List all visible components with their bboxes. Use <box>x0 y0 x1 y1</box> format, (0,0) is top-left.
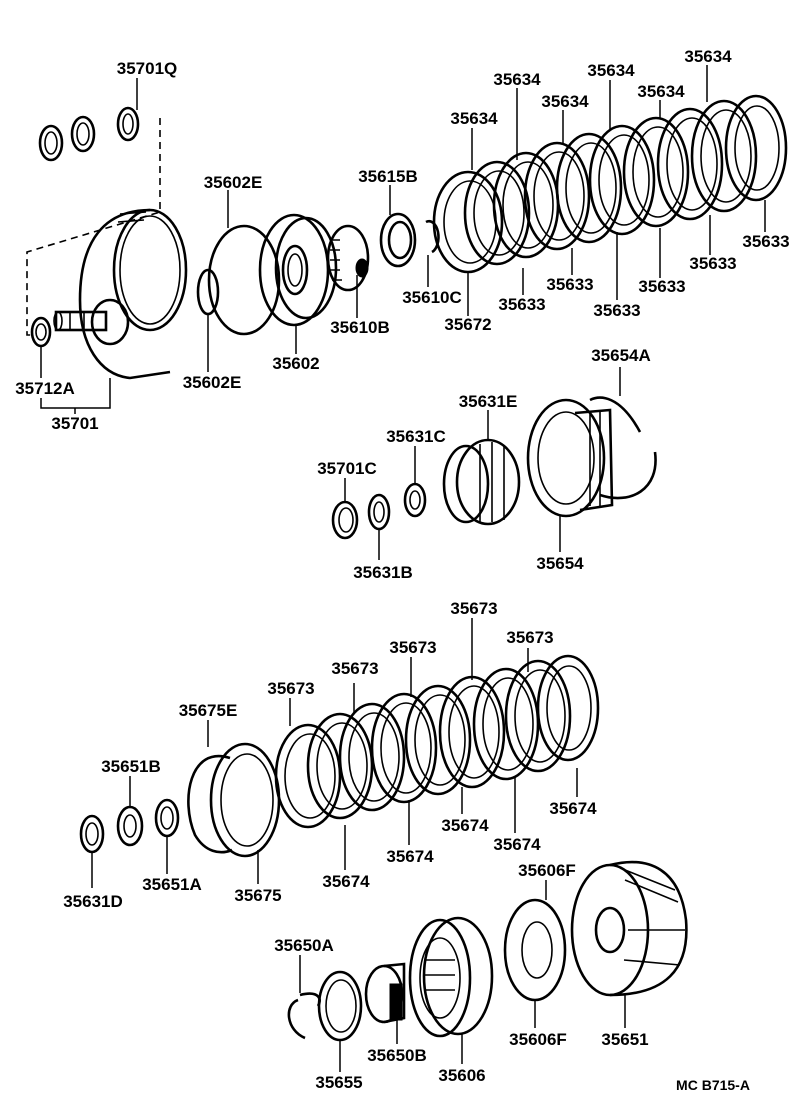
label-35673-e: 35673 <box>267 679 315 698</box>
label-35634-e: 35634 <box>637 82 685 101</box>
label-35674-d: 35674 <box>386 847 434 866</box>
label-35602: 35602 <box>272 354 320 373</box>
label-35654A: 35654A <box>591 346 651 365</box>
label-35633-d: 35633 <box>638 277 686 296</box>
label-35674-a: 35674 <box>549 799 597 818</box>
drum-35654 <box>526 398 614 518</box>
label-35673-d: 35673 <box>331 659 379 678</box>
label-35633-f: 35633 <box>742 232 790 251</box>
bearing-left-top <box>38 124 64 162</box>
label-35606F-bottom: 35606F <box>509 1030 567 1049</box>
label-35634-b: 35634 <box>493 70 541 89</box>
label-35634-f: 35634 <box>684 47 732 66</box>
bearing-35712A <box>30 316 52 348</box>
clutch-pack-lower <box>274 654 600 829</box>
label-35610B: 35610B <box>330 318 390 337</box>
label-35674-c: 35674 <box>441 816 489 835</box>
label-35650A: 35650A <box>274 936 334 955</box>
snap-ring-35610C <box>425 219 440 254</box>
bearing-35631B <box>367 493 391 531</box>
label-35633-e: 35633 <box>689 254 737 273</box>
label-35673-b: 35673 <box>506 628 554 647</box>
drawing-code: MC B715-A <box>676 1077 750 1093</box>
washer-35651A <box>154 798 180 838</box>
hub-35631E <box>442 438 521 526</box>
plate-35675 <box>209 742 281 858</box>
snap-ring-35675E <box>187 754 233 854</box>
label-35634-a: 35634 <box>450 109 498 128</box>
one-way-clutch-35650B <box>364 962 406 1024</box>
clutch-pack-upper <box>432 94 788 274</box>
drum-35701 <box>53 208 188 380</box>
label-35633-a: 35633 <box>498 295 546 314</box>
label-35651: 35651 <box>601 1030 649 1049</box>
label-35631E: 35631E <box>458 392 518 411</box>
label-35672: 35672 <box>444 315 492 334</box>
label-35674-b: 35674 <box>493 835 541 854</box>
washer-35701Q <box>116 106 140 142</box>
leader-lines <box>40 65 766 1072</box>
label-35675: 35675 <box>234 886 282 905</box>
label-35673-a: 35673 <box>450 599 498 618</box>
label-35674-e: 35674 <box>322 872 370 891</box>
label-35655: 35655 <box>315 1073 363 1092</box>
bearing-35701C <box>331 500 359 540</box>
washer-35631D <box>79 814 105 854</box>
label-35606: 35606 <box>438 1066 486 1085</box>
label-35631C: 35631C <box>386 427 446 446</box>
label-35634-d: 35634 <box>587 61 635 80</box>
washer-35606F <box>503 898 567 1002</box>
drum-35606 <box>408 916 494 1038</box>
label-35673-c: 35673 <box>389 638 437 657</box>
snap-ring-35650A <box>287 992 321 1040</box>
label-35631B: 35631B <box>353 563 413 582</box>
label-35633-b: 35633 <box>546 275 594 294</box>
label-35634-c: 35634 <box>541 92 589 111</box>
label-35701C: 35701C <box>317 459 377 478</box>
label-35675E: 35675E <box>178 701 238 720</box>
label-35633-c: 35633 <box>593 301 641 320</box>
label-35712A: 35712A <box>15 379 75 398</box>
spring-retainer-35610B <box>326 224 370 292</box>
label-35654: 35654 <box>536 554 584 573</box>
snap-ring-35654A <box>589 396 657 500</box>
label-35606F-top: 35606F <box>518 861 576 880</box>
bearing-35651B <box>116 805 144 847</box>
carrier-35651 <box>570 860 688 997</box>
label-35651A: 35651A <box>142 875 202 894</box>
assembly-dashed-line <box>26 118 161 336</box>
label-35650B: 35650B <box>367 1046 427 1065</box>
race-35655 <box>317 970 363 1042</box>
ring-35602E-large <box>207 224 281 336</box>
label-35651B: 35651B <box>101 757 161 776</box>
label-35610C: 35610C <box>402 288 462 307</box>
bearing-35701Q-race <box>70 115 96 153</box>
label-35631D: 35631D <box>63 892 123 911</box>
bearing-35615B <box>379 212 417 268</box>
label-35701: 35701 <box>51 414 99 433</box>
label-35615B: 35615B <box>358 167 418 186</box>
label-35602E-bottom: 35602E <box>182 373 242 392</box>
piston-35602 <box>258 213 338 327</box>
washer-35631C <box>403 482 427 518</box>
label-35602E-top: 35602E <box>203 173 263 192</box>
label-35701Q: 35701Q <box>116 59 178 78</box>
